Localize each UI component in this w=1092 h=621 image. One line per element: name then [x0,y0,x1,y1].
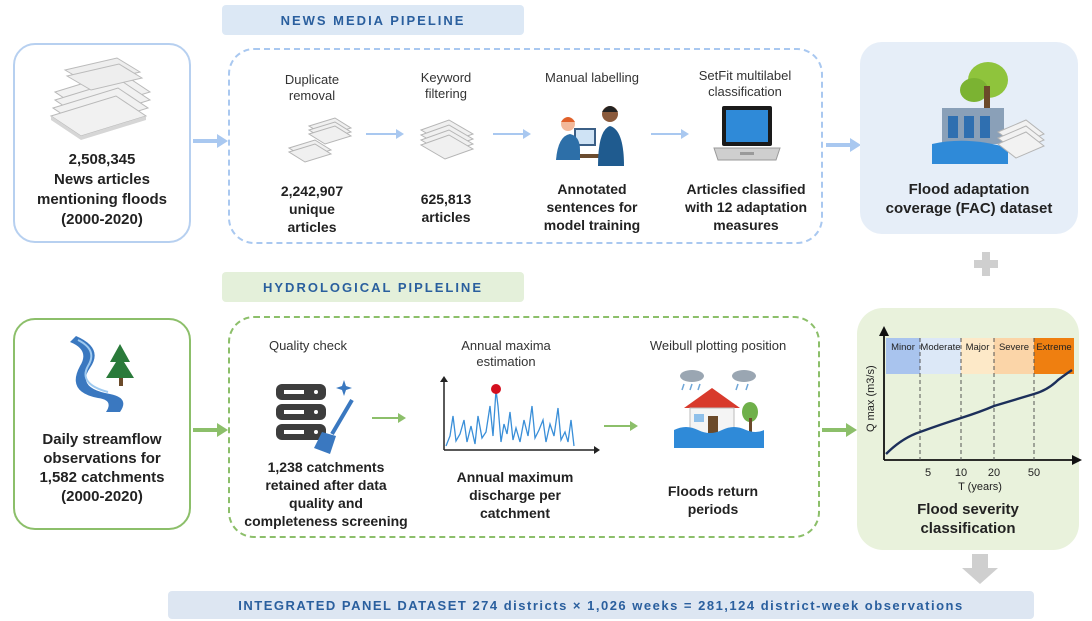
arrow-right-icon [193,423,228,437]
news-pipeline-container [228,48,823,244]
hydro-pipeline-banner: HYDROLOGICAL PIPLELINE [222,272,524,302]
flooded-house-icon [674,370,764,448]
severity-band-severe [994,338,1034,374]
database-broom-icon [276,380,354,454]
step-labelling-title: Manual labelling [545,70,639,85]
news-source-count: 2,508,345 [68,151,136,168]
severity-band-major [961,338,994,374]
arrow-right-icon [493,129,531,139]
newspaper-stack-icon [49,57,152,140]
arrow-right-icon [651,129,689,139]
step-quality-title: Quality check [268,338,348,353]
arrow-right-icon [822,423,857,437]
arrow-right-icon [604,421,638,431]
arrow-right-icon [193,134,228,148]
severity-band-minor [886,338,920,374]
news-pipeline-banner: NEWS MEDIA PIPELINE [222,5,524,35]
severity-xtick: 50 [1028,467,1040,479]
severity-label-severe: Severe [999,342,1029,353]
laptop-icon [713,106,781,161]
news-source-line1: News articles [54,171,150,188]
severity-label-moderate: Moderate [920,342,960,353]
plus-icon [974,252,998,276]
severity-xtick: 20 [988,467,1000,479]
severity-band-moderate [920,338,961,374]
arrow-right-icon [826,138,861,152]
paper-stack-icon [287,117,353,163]
severity-label-major: Major [966,342,990,353]
hydro-pipeline-container [228,316,820,538]
severity-ylabel: Q max (m3/s) [865,365,877,432]
arrow-right-icon [372,413,406,423]
paper-stack-icon [419,119,475,160]
news-source-box [13,43,191,243]
step-weibull-title: Weibull plotting position [649,338,787,353]
people-annotating-icon [556,106,624,166]
severity-label-extreme: Extreme [1036,342,1071,353]
arrow-right-icon [366,129,404,139]
news-source-line2: mentioning floods [37,191,167,208]
severity-xlabel: T (years) [958,481,1002,493]
severity-band-extreme [1034,338,1074,374]
hydro-source-box [13,318,191,530]
severity-xtick: 10 [955,467,967,479]
integrated-dataset-banner: INTEGRATED PANEL DATASET 274 districts ×… [168,591,1034,619]
river-tree-icon [70,336,134,412]
severity-xtick: 5 [925,467,931,479]
arrow-down-icon [962,554,998,584]
dam-tree-icon [932,62,1045,164]
severity-label-minor: Minor [891,342,915,353]
hydrograph-icon [440,376,600,454]
news-source-line3: (2000-2020) [61,211,143,228]
